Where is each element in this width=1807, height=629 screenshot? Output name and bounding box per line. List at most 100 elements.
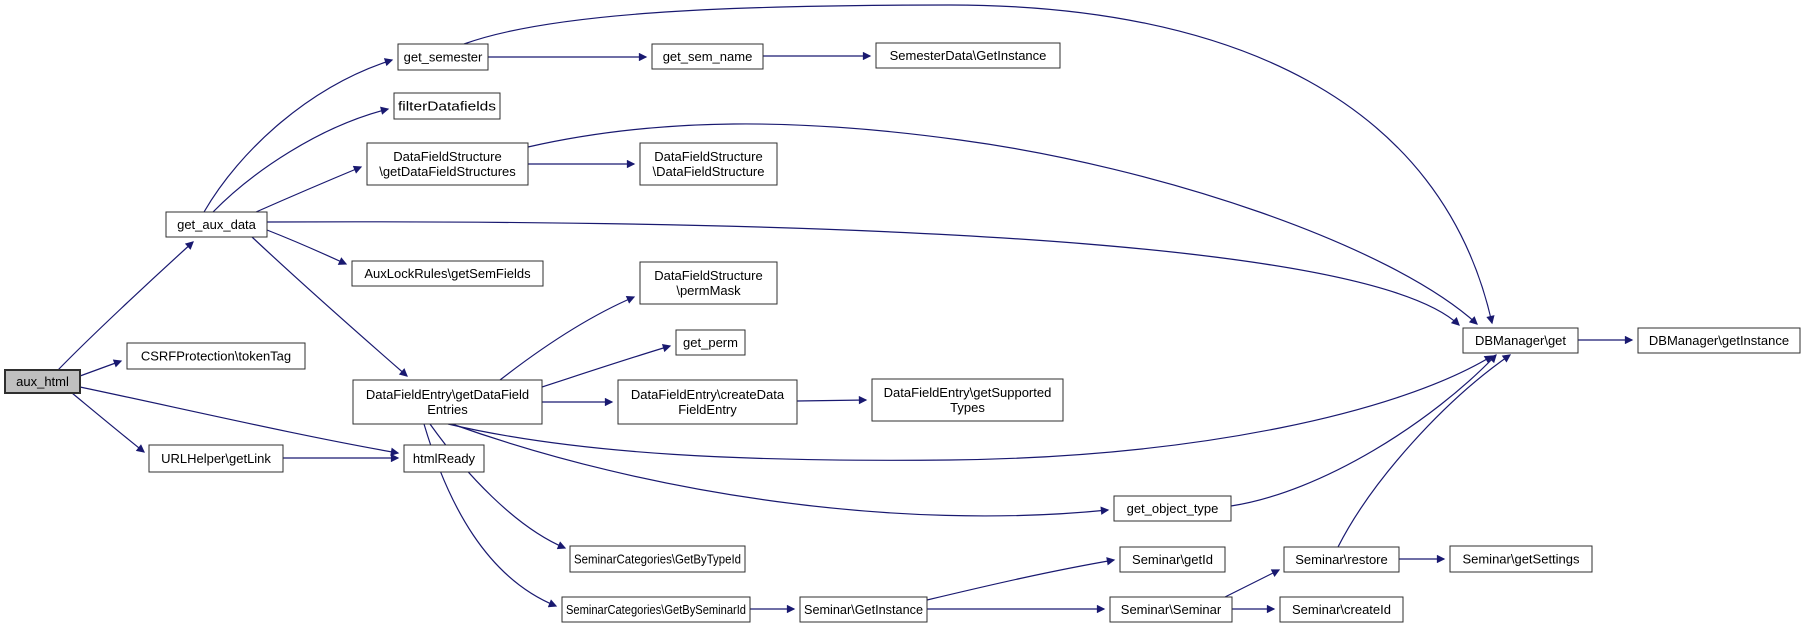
node-label-DataFieldStructure_permMask-line1: DataFieldStructure: [654, 268, 762, 283]
node-Seminar_GetInstance[interactable]: Seminar\GetInstance: [799, 596, 928, 623]
node-label-DataFieldStructure_DataFieldStructure-line2: \DataFieldStructure: [653, 164, 765, 179]
node-DBManager_get[interactable]: DBManager\get: [1462, 327, 1579, 354]
node-filterDatafields[interactable]: filterDatafields: [393, 92, 501, 120]
node-SemesterData_GetInstance[interactable]: SemesterData\GetInstance: [875, 42, 1061, 69]
node-get_aux_data[interactable]: get_aux_data: [165, 211, 268, 238]
edge-get_aux_data-to-get_semester: [203, 58, 394, 213]
node-label-DataFieldStructure_getDataFieldStructures-line2: \getDataFieldStructures: [379, 164, 516, 179]
edge-get_aux_data-to-DataFieldStructure_getDataFieldStructures: [255, 165, 363, 213]
node-label-SemesterData_GetInstance: SemesterData\GetInstance: [890, 48, 1047, 63]
node-label-aux_html: aux_html: [16, 374, 69, 389]
node-get_perm[interactable]: get_perm: [675, 329, 746, 356]
edge-get_object_type-to-DBManager_get: [1230, 354, 1497, 507]
node-label-DataFieldEntry_getDataFieldEntries-line1: DataFieldEntry\getDataField: [366, 387, 529, 402]
node-DBManager_getInstance[interactable]: DBManager\getInstance: [1637, 327, 1801, 354]
edge-get_semester-to-DBManager_get: [463, 4, 1495, 325]
node-box-filterDatafields[interactable]: [393, 92, 501, 120]
edge-aux_html-to-htmlReady: [79, 386, 400, 456]
node-box-DBManager_get[interactable]: [1462, 327, 1579, 354]
node-box-DataFieldStructure_DataFieldStructure[interactable]: [639, 142, 778, 186]
node-label-DataFieldEntry_getSupportedTypes-line1: DataFieldEntry\getSupported: [884, 385, 1052, 400]
node-box-SeminarCategories_GetBySeminarId[interactable]: [561, 596, 751, 623]
node-get_object_type[interactable]: get_object_type: [1113, 495, 1232, 522]
edge-DataFieldEntry_getDataFieldEntries-to-DataFieldStructure_permMask: [499, 295, 636, 381]
node-get_semester[interactable]: get_semester: [397, 43, 489, 71]
edge-get_aux_data-to-DBManager_get: [266, 221, 1460, 326]
node-box-DBManager_getInstance[interactable]: [1637, 327, 1801, 354]
node-box-AuxLockRules_getSemFields[interactable]: [351, 260, 544, 287]
node-Seminar_Seminar[interactable]: Seminar\Seminar: [1109, 596, 1233, 623]
edge-DataFieldEntry_createDataFieldEntry-to-DataFieldEntry_getSupportedTypes: [796, 395, 868, 405]
node-DataFieldStructure_permMask[interactable]: DataFieldStructure\permMask: [639, 261, 778, 305]
node-label-Seminar_createId: Seminar\createId: [1292, 602, 1391, 617]
node-label-AuxLockRules_getSemFields: AuxLockRules\getSemFields: [364, 266, 531, 281]
node-box-DataFieldEntry_getDataFieldEntries[interactable]: [352, 379, 543, 425]
node-label-DataFieldEntry_getSupportedTypes-line2: Types: [950, 400, 985, 415]
node-box-htmlReady[interactable]: [403, 444, 485, 473]
node-label-CSRFProtection_tokenTag: CSRFProtection\tokenTag: [141, 349, 291, 364]
node-Seminar_getSettings[interactable]: Seminar\getSettings: [1449, 545, 1593, 573]
edge-get_aux_data-to-DataFieldEntry_getDataFieldEntries: [251, 236, 408, 377]
node-label-get_sem_name: get_sem_name: [663, 49, 753, 64]
edge-aux_html-to-get_aux_data: [57, 241, 194, 371]
node-box-SeminarCategories_GetByTypeId[interactable]: [569, 545, 746, 573]
node-box-CSRFProtection_tokenTag[interactable]: [126, 342, 306, 370]
node-box-Seminar_getId[interactable]: [1119, 546, 1226, 573]
node-box-DataFieldEntry_getSupportedTypes[interactable]: [871, 378, 1064, 422]
node-label-get_perm: get_perm: [683, 335, 738, 350]
node-label-DataFieldEntry_getDataFieldEntries-line2: Entries: [427, 402, 468, 417]
edge-get_aux_data-to-filterDatafields: [212, 106, 390, 213]
node-box-Seminar_Seminar[interactable]: [1109, 596, 1233, 623]
node-box-get_aux_data[interactable]: [165, 211, 268, 238]
node-box-Seminar_getSettings[interactable]: [1449, 545, 1593, 573]
node-box-DataFieldStructure_permMask[interactable]: [639, 261, 778, 305]
node-box-URLHelper_getLink[interactable]: [148, 444, 284, 473]
edge-Seminar_restore-to-DBManager_get: [1337, 354, 1512, 548]
node-CSRFProtection_tokenTag[interactable]: CSRFProtection\tokenTag: [126, 342, 306, 370]
node-box-SemesterData_GetInstance[interactable]: [875, 42, 1061, 69]
node-SeminarCategories_GetBySeminarId[interactable]: SeminarCategories\GetBySeminarId: [561, 596, 751, 623]
node-htmlReady[interactable]: htmlReady: [403, 444, 485, 473]
node-label-get_aux_data: get_aux_data: [177, 217, 257, 232]
node-box-Seminar_createId[interactable]: [1279, 596, 1404, 623]
node-Seminar_createId[interactable]: Seminar\createId: [1279, 596, 1404, 623]
node-box-get_sem_name[interactable]: [651, 43, 764, 70]
edge-aux_html-to-CSRFProtection_tokenTag: [79, 359, 123, 377]
node-box-DataFieldEntry_createDataFieldEntry[interactable]: [617, 379, 798, 425]
node-get_sem_name[interactable]: get_sem_name: [651, 43, 764, 70]
node-Seminar_restore[interactable]: Seminar\restore: [1283, 546, 1400, 573]
edge-aux_html-to-URLHelper_getLink: [71, 392, 145, 453]
node-box-Seminar_restore[interactable]: [1283, 546, 1400, 573]
node-box-DataFieldStructure_getDataFieldStructures[interactable]: [366, 142, 529, 186]
node-SeminarCategories_GetByTypeId[interactable]: SeminarCategories\GetByTypeId: [569, 545, 746, 573]
node-label-Seminar_getId: Seminar\getId: [1132, 552, 1213, 567]
node-label-DataFieldStructure_getDataFieldStructures-line1: DataFieldStructure: [393, 149, 501, 164]
node-aux_html[interactable]: aux_html: [4, 369, 81, 394]
node-box-get_perm[interactable]: [675, 329, 746, 356]
node-box-Seminar_GetInstance[interactable]: [799, 596, 928, 623]
node-Seminar_getId[interactable]: Seminar\getId: [1119, 546, 1226, 573]
node-box-get_semester[interactable]: [397, 43, 489, 71]
node-DataFieldStructure_DataFieldStructure[interactable]: DataFieldStructure\DataFieldStructure: [639, 142, 778, 186]
edge-get_aux_data-to-AuxLockRules_getSemFields: [266, 229, 348, 265]
node-DataFieldStructure_getDataFieldStructures[interactable]: DataFieldStructure\getDataFieldStructure…: [366, 142, 529, 186]
edge-DataFieldStructure_getDataFieldStructures-to-DBManager_get: [527, 123, 1478, 325]
node-label-htmlReady: htmlReady: [413, 451, 476, 466]
node-box-get_object_type[interactable]: [1113, 495, 1232, 522]
edge-Seminar_GetInstance-to-Seminar_getId: [926, 557, 1116, 601]
node-URLHelper_getLink[interactable]: URLHelper\getLink: [148, 444, 284, 473]
node-AuxLockRules_getSemFields[interactable]: AuxLockRules\getSemFields: [351, 260, 544, 287]
edge-DataFieldEntry_getDataFieldEntries-to-get_perm: [541, 344, 672, 388]
node-label-URLHelper_getLink: URLHelper\getLink: [161, 451, 271, 466]
edge-DataFieldEntry_getDataFieldEntries-to-get_object_type: [451, 423, 1110, 517]
node-box-aux_html[interactable]: [4, 369, 81, 394]
node-label-DataFieldEntry_createDataFieldEntry-line1: DataFieldEntry\createData: [631, 387, 785, 402]
node-label-SeminarCategories_GetBySeminarId: SeminarCategories\GetBySeminarId: [566, 602, 746, 617]
node-label-DBManager_getInstance: DBManager\getInstance: [1649, 333, 1789, 348]
